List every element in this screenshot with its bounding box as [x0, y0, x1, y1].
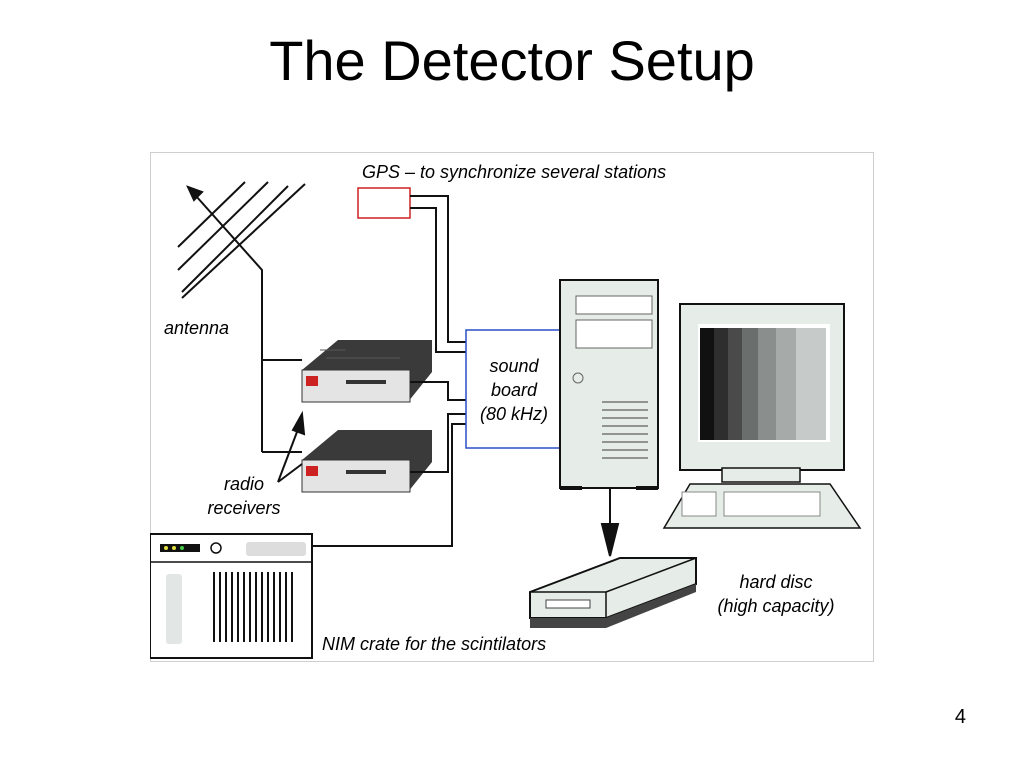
sound-board-label-line-2: board [490, 380, 538, 400]
hard-disc [529, 557, 697, 628]
receiver-cables [310, 381, 468, 547]
radio-receivers-label-line-2: receivers [207, 498, 281, 518]
radio-receivers-label-line-1: radio [223, 474, 265, 494]
gps-cables [410, 195, 468, 353]
radio-receiver-top [301, 340, 432, 403]
tower-to-disc-arrow [600, 488, 620, 557]
hard-disc-label-line-2: (high capacity) [717, 596, 835, 616]
hard-disc-label: hard disc (high capacity) [704, 570, 848, 618]
sound-board-label: sound board (80 kHz) [476, 354, 552, 426]
sound-board-label-line-3: (80 kHz) [479, 404, 548, 424]
radio-receiver-bottom [301, 430, 432, 493]
radio-receivers-label: radio receivers [196, 472, 292, 520]
computer-monitor [662, 303, 862, 529]
gps-box [357, 187, 411, 219]
hard-disc-label-line-1: hard disc [739, 572, 813, 592]
nim-crate [150, 533, 313, 659]
gps-label: GPS – to synchronize several stations [362, 162, 667, 182]
computer-tower [559, 279, 659, 490]
sound-board-box [465, 329, 563, 449]
slide-title: The Detector Setup [269, 29, 755, 92]
receivers-pointer-arrow [277, 410, 306, 483]
page-number: 4 [954, 706, 966, 728]
antenna-icon [177, 181, 306, 453]
detector-diagram [150, 152, 874, 662]
nim-crate-label: NIM crate for the scintilators [322, 634, 547, 654]
antenna-label: antenna [164, 318, 230, 338]
sound-board-label-line-1: sound [489, 356, 539, 376]
